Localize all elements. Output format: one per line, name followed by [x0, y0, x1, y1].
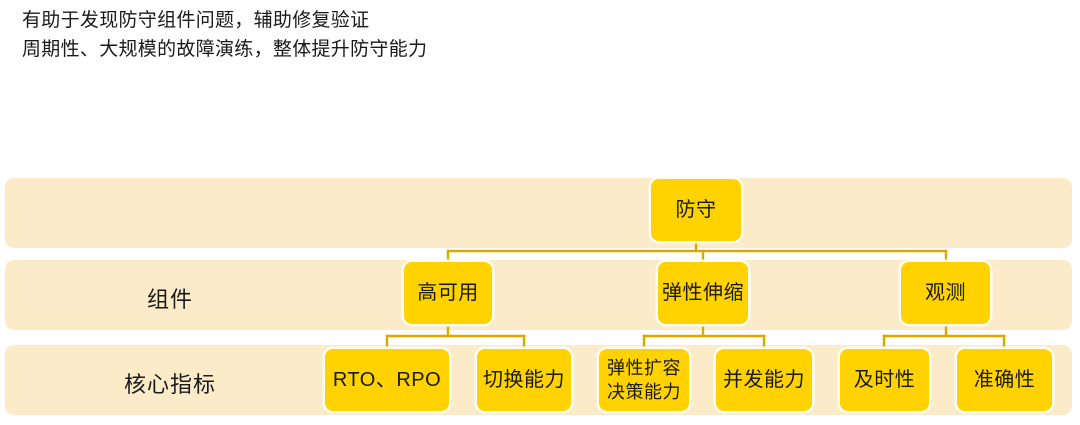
node-capacity-decision[interactable]: 弹性扩容 决策能力 [599, 349, 689, 411]
node-capacity-decision-line-2: 决策能力 [607, 382, 681, 402]
row-label-core-metrics: 核心指标 [123, 372, 216, 397]
node-elastic-scaling[interactable]: 弹性伸缩 [658, 262, 748, 324]
node-capacity-decision-line-1: 弹性扩容 [607, 358, 681, 378]
node-high-availability[interactable]: 高可用 [404, 262, 492, 324]
row-label-components: 组件 [146, 287, 193, 312]
band-row-components [5, 260, 1072, 330]
heading-line-2: 周期性、大规模的故障演练，整体提升防守能力 [22, 39, 428, 60]
node-root-defense[interactable]: 防守 [651, 179, 741, 241]
node-concurrency-capability[interactable]: 并发能力 [716, 349, 812, 411]
node-observability[interactable]: 观测 [901, 262, 990, 324]
heading-text-block: 有助于发现防守组件问题，辅助修复验证 周期性、大规模的故障演练，整体提升防守能力 [22, 6, 1022, 64]
node-switch-capability[interactable]: 切换能力 [477, 349, 571, 411]
node-timeliness[interactable]: 及时性 [840, 349, 929, 411]
node-accuracy[interactable]: 准确性 [957, 349, 1052, 411]
heading-line-1: 有助于发现防守组件问题，辅助修复验证 [22, 10, 370, 31]
band-row-top [5, 178, 1072, 248]
node-rto-rpo[interactable]: RTO、RPO [325, 349, 449, 411]
